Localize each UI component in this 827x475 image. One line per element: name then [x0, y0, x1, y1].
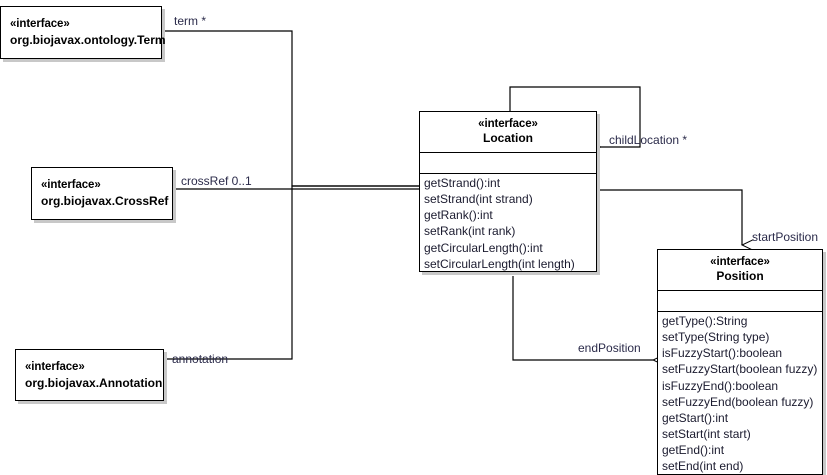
edge-term: [153, 25, 419, 187]
class-header-location: «interface» Location: [420, 112, 596, 154]
operation-item: setStrand(int strand): [424, 192, 533, 207]
edge-annotation: [155, 185, 419, 365]
operation-item: getStart():int: [662, 410, 729, 425]
class-box-crossref[interactable]: «interface» org.biojavax.CrossRef: [31, 167, 173, 220]
association-label-childlocation: childLocation *: [609, 133, 688, 147]
association-label-endposition: endPosition: [578, 341, 641, 355]
operations-compartment-position: getType():String setType(String type) is…: [658, 312, 822, 475]
association-label-startposition: startPosition: [752, 230, 819, 244]
class-box-position[interactable]: «interface» Position getType():String se…: [657, 249, 823, 475]
attributes-compartment-position: [658, 291, 822, 313]
stereotype-label-location: «interface»: [478, 118, 538, 130]
operation-item: setCircularLength(int length): [424, 256, 575, 271]
class-box-term[interactable]: «interface» org.biojavax.ontology.Term: [0, 6, 166, 59]
stereotype-label-crossref: «interface»: [41, 179, 101, 191]
class-name-location: Location: [483, 131, 533, 146]
operation-item: setType(String type): [662, 330, 770, 345]
association-label-term: term *: [174, 14, 207, 28]
class-box-location[interactable]: «interface» Location getStrand():int set…: [419, 111, 597, 272]
class-name-position: Position: [716, 269, 764, 284]
stereotype-label-annotation: «interface»: [25, 360, 85, 373]
operation-item: setStart(int start): [662, 426, 751, 441]
class-header-position: «interface» Position: [658, 250, 822, 292]
association-label-annotation: annotation: [172, 352, 229, 366]
stereotype-label-term: «interface»: [10, 18, 70, 30]
operation-item: isFuzzyStart():boolean: [662, 346, 783, 361]
operation-item: setFuzzyEnd(boolean fuzzy): [662, 394, 814, 409]
operation-item: getRank():int: [424, 208, 493, 223]
operation-item: getStrand():int: [424, 176, 501, 191]
attributes-compartment-location: [420, 153, 596, 175]
class-name-crossref: org.biojavax.CrossRef: [41, 194, 169, 208]
class-name-annotation: org.biojavax.Annotation: [25, 375, 163, 390]
operation-item: getCircularLength():int: [424, 240, 543, 255]
operations-compartment-location: getStrand():int setStrand(int strand) ge…: [420, 174, 596, 274]
stereotype-label-position: «interface»: [710, 256, 770, 268]
operation-item: getType():String: [662, 314, 748, 329]
operation-item: setEnd(int end): [662, 458, 744, 473]
class-name-term: org.biojavax.ontology.Term: [10, 33, 166, 47]
edge-startposition: [600, 189, 754, 251]
association-label-crossref: crossRef 0..1: [181, 174, 252, 188]
operation-item: setFuzzyStart(boolean fuzzy): [662, 362, 818, 377]
operation-item: isFuzzyEnd():boolean: [662, 378, 779, 393]
class-box-annotation[interactable]: «interface» org.biojavax.Annotation: [15, 349, 164, 401]
operation-item: setRank(int rank): [424, 224, 516, 239]
operation-item: getEnd():int: [662, 442, 725, 457]
